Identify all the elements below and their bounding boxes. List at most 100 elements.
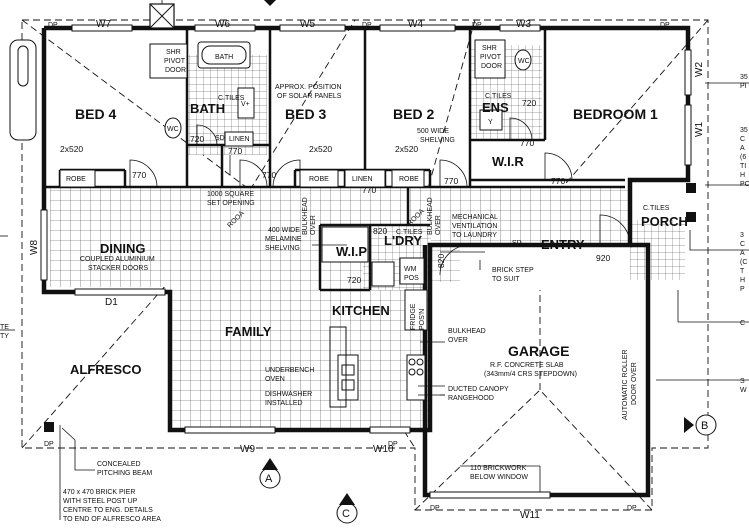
section-letters: A B C bbox=[265, 420, 708, 520]
note-solar-2: OF SOLAR PANELS bbox=[277, 93, 342, 100]
dim-770-bath: 770 bbox=[228, 146, 242, 156]
note-pier-3: CENTRE TO ENG. DETAILS bbox=[63, 507, 153, 514]
note-right-3e: T bbox=[740, 268, 745, 275]
door-label-bath: DOOR bbox=[165, 67, 186, 74]
room-ens: ENS bbox=[482, 100, 509, 115]
note-canopy-2: RANGEHOOD bbox=[448, 395, 494, 402]
note-left-2: TY bbox=[0, 333, 9, 340]
note-melamine-1: 400 WIDE bbox=[268, 227, 300, 234]
robe-label-bed4: ROBE bbox=[66, 176, 86, 183]
room-family: FAMILY bbox=[225, 324, 272, 339]
dim-770-bed4: 770 bbox=[132, 170, 146, 180]
note-right-3c: A bbox=[740, 250, 745, 257]
bulkhead-over-2: OVER bbox=[435, 215, 442, 235]
note-right-1a: 35 bbox=[740, 74, 748, 81]
sd-label-2: SD bbox=[512, 240, 522, 247]
note-right-2g: PO bbox=[740, 181, 749, 188]
note-oven-2: OVEN bbox=[265, 376, 285, 383]
note-beam-2: PITCHING BEAM bbox=[97, 470, 152, 477]
fridge-label: FRIDGE bbox=[410, 303, 417, 330]
window-w8: W8 bbox=[29, 240, 40, 255]
wc-label-ens: WC bbox=[518, 58, 530, 65]
tray-label: Y bbox=[488, 119, 493, 126]
dim-770-ens: 770 bbox=[520, 138, 534, 148]
note-dish-2: INSTALLED bbox=[265, 400, 303, 407]
fridge-pos-label: POS'N bbox=[419, 309, 426, 330]
window-w4: W4 bbox=[408, 19, 423, 30]
note-solar-1: APPROX. POSITION bbox=[275, 84, 342, 91]
wc-label-bath: WC bbox=[167, 126, 179, 133]
note-vent-3: TO LAUNDRY bbox=[452, 232, 497, 239]
dp-8: DP bbox=[627, 505, 637, 512]
note-right-2a: 35 bbox=[740, 127, 748, 134]
room-dining: DINING bbox=[100, 241, 146, 256]
note-right-3f: H bbox=[740, 277, 745, 284]
note-right-2c: A bbox=[740, 145, 745, 152]
note-right-2f: H bbox=[740, 172, 745, 179]
dp-4: DP bbox=[660, 22, 670, 29]
robe-label-bed3: ROBE bbox=[309, 176, 329, 183]
window-w6: W6 bbox=[215, 19, 230, 30]
room-alfresco: ALFRESCO bbox=[70, 362, 142, 377]
bulkhead-label-2: BULKHEAD bbox=[427, 197, 434, 235]
room-bed2: BED 2 bbox=[393, 106, 434, 122]
pivot-label-ens: PIVOT bbox=[480, 54, 502, 61]
dim-robe-bed4: 2x520 bbox=[60, 144, 83, 154]
note-shelving-2: SHELVING bbox=[420, 137, 455, 144]
bath-tub-label: BATH bbox=[215, 54, 233, 61]
note-roller-1: AUTOMATIC ROLLER bbox=[622, 349, 629, 420]
bulkhead-label-1: BULKHEAD bbox=[302, 197, 309, 235]
note-garage-2: (343mm/4 CRS STEPDOWN) bbox=[484, 371, 577, 378]
note-vent-1: MECHANICAL bbox=[452, 214, 498, 221]
dim-820-ldry: 820 bbox=[373, 226, 387, 236]
room-bedroom1: BEDROOM 1 bbox=[573, 106, 658, 122]
window-w5: W5 bbox=[300, 19, 315, 30]
note-right-5b: W bbox=[740, 387, 747, 394]
window-w7: W7 bbox=[96, 19, 111, 30]
note-oven-1: UNDERBENCH bbox=[265, 367, 314, 374]
dp-2: DP bbox=[362, 22, 372, 29]
dim-770-wir: 770 bbox=[444, 176, 458, 186]
note-step-2: TO SUIT bbox=[492, 276, 520, 283]
wm-label: WM bbox=[404, 266, 417, 273]
note-bulkhead-2: OVER bbox=[448, 337, 468, 344]
room-entry: ENTRY bbox=[541, 237, 585, 252]
window-w1: W1 bbox=[694, 122, 705, 137]
dim-720-bath: 720 bbox=[190, 134, 204, 144]
room-bed3: BED 3 bbox=[285, 106, 326, 122]
room-ldry: L'DRY bbox=[384, 233, 422, 248]
dim-770-bed3: 770 bbox=[262, 170, 276, 180]
window-w2: W2 bbox=[694, 62, 705, 77]
note-right-5a: S bbox=[740, 378, 745, 385]
linen-label-1: LINEN bbox=[229, 136, 250, 143]
dim-770-linen: 770 bbox=[362, 185, 376, 195]
sd-label-1: SD bbox=[215, 135, 225, 142]
room-bed4: BED 4 bbox=[75, 106, 116, 122]
note-right-3a: 3 bbox=[740, 232, 744, 239]
dp-1: DP bbox=[48, 22, 58, 29]
note-right-3d: (C bbox=[740, 259, 747, 266]
piers bbox=[44, 183, 696, 432]
section-b: B bbox=[701, 420, 708, 432]
dp-6: DP bbox=[388, 441, 398, 448]
ctiles-ens: C.TILES bbox=[485, 93, 512, 100]
note-stacker-1: COUPLED ALUMINIUM bbox=[80, 256, 155, 263]
internal-walls bbox=[44, 28, 632, 292]
pos-label: POS bbox=[404, 275, 419, 282]
door-label-ens: DOOR bbox=[481, 63, 502, 70]
note-bulkhead-1: BULKHEAD bbox=[448, 328, 486, 335]
dim-920-entry: 920 bbox=[596, 253, 610, 263]
note-roller-2: DOOR OVER bbox=[631, 362, 638, 405]
note-right-1b: PI bbox=[740, 83, 747, 90]
ctiles-bath: C.TILES bbox=[218, 95, 245, 102]
shr-label-ens: SHR bbox=[482, 45, 497, 52]
room-wip: W.I.P bbox=[336, 244, 367, 259]
linen-label-2: LINEN bbox=[352, 176, 373, 183]
note-right-3g: P bbox=[740, 286, 745, 293]
window-labels: W7 W6 W5 W4 W3 W2 W1 W8 W9 W10 W11 D1 bbox=[29, 19, 705, 521]
note-garage-1: R.F. CONCRETE SLAB bbox=[490, 362, 564, 369]
note-right-3b: C bbox=[740, 241, 745, 248]
note-set-1: 1000 SQUARE bbox=[207, 191, 254, 198]
note-vent-2: VENTILATION bbox=[452, 223, 497, 230]
